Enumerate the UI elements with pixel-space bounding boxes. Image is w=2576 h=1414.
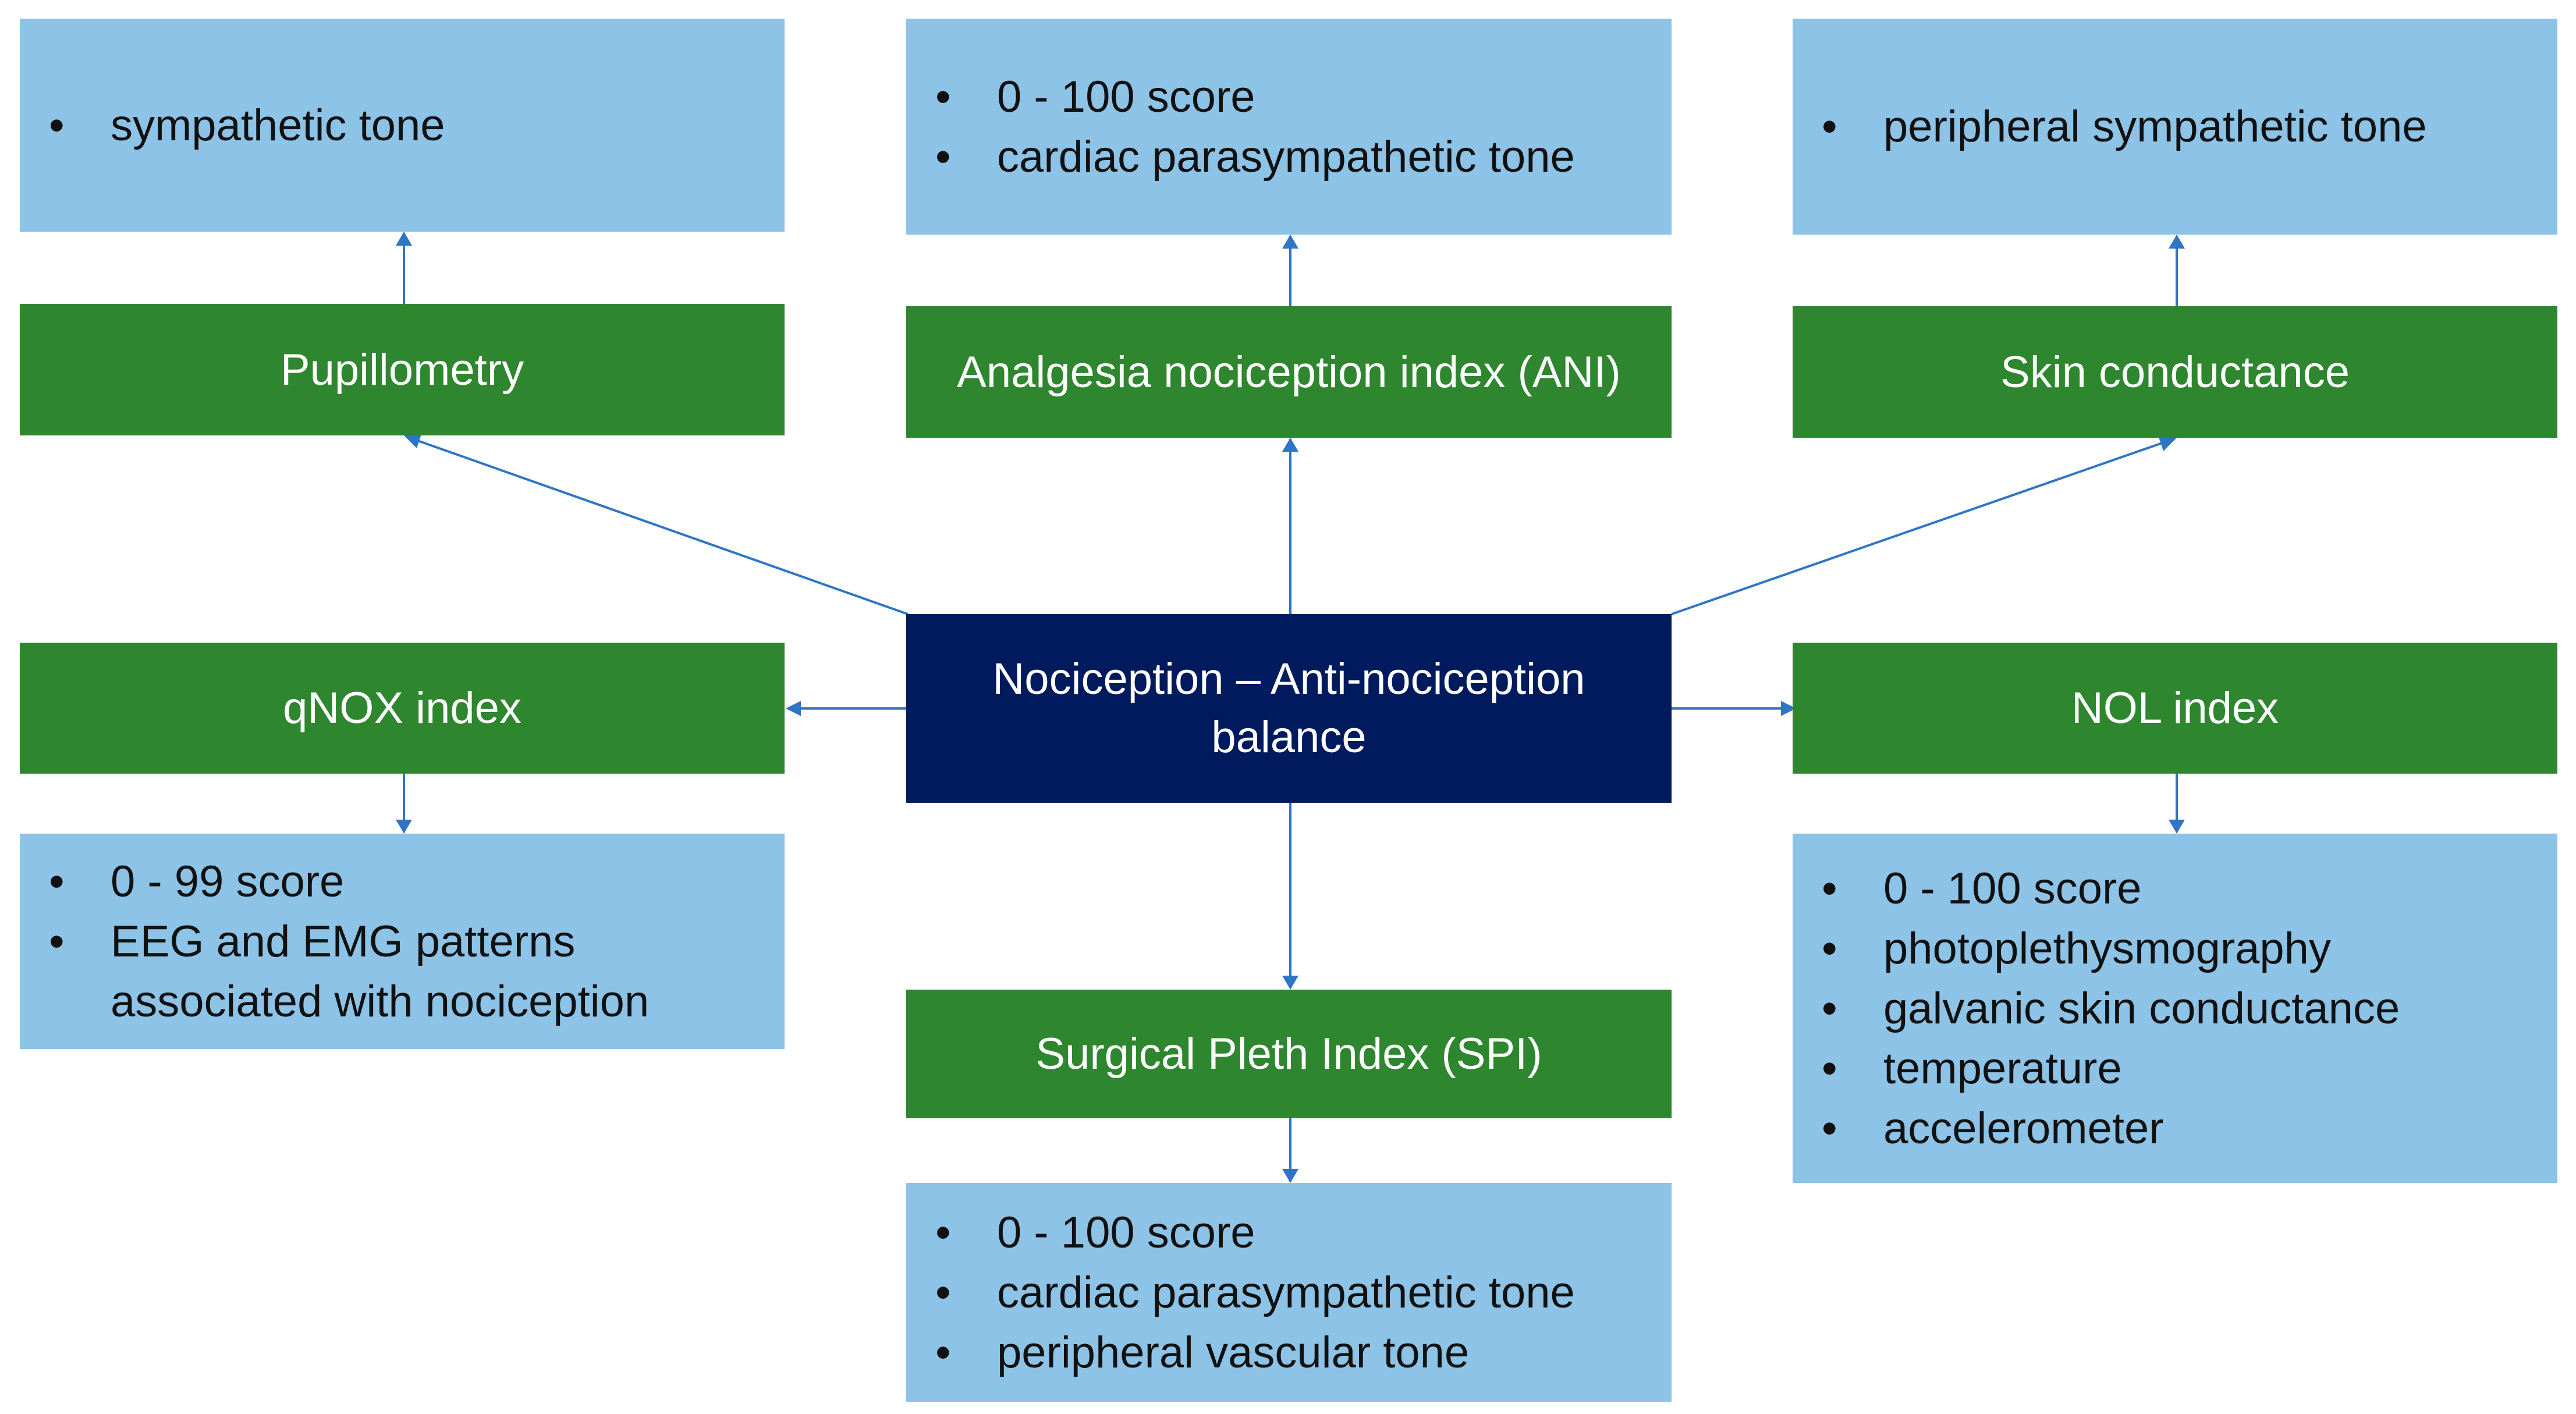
skin-box: Skin conductance — [1793, 306, 2557, 438]
detail-item: cardiac parasympathetic tone — [935, 127, 1654, 187]
pupillometry-label: Pupillometry — [280, 345, 524, 395]
detail-item: temperature — [1822, 1039, 2540, 1098]
detail-item: 0 - 100 score — [935, 67, 1654, 127]
nol-label: NOL index — [2071, 683, 2279, 733]
arrowhead-ani-details — [1282, 235, 1298, 249]
detail-item: galvanic skin conductance — [1822, 979, 2540, 1039]
arrow-center-to-skin — [1671, 438, 2174, 615]
center-label: Nociception – Anti-nociception balance — [992, 654, 1585, 762]
spi-details-box: 0 - 100 scorecardiac parasympathetic ton… — [906, 1183, 1672, 1402]
ani-box: Analgesia nociception index (ANI) — [906, 306, 1672, 438]
qnox-details-list: 0 - 99 scoreEEG and EMG patterns associa… — [49, 852, 767, 1032]
detail-item: accelerometer — [1822, 1098, 2540, 1158]
detail-item: 0 - 100 score — [935, 1203, 1654, 1263]
center-box: Nociception – Anti-nociception balance — [906, 614, 1672, 803]
detail-item: EEG and EMG patterns associated with noc… — [49, 912, 767, 1032]
detail-item: sympathetic tone — [49, 95, 767, 155]
detail-item: 0 - 99 score — [49, 852, 767, 912]
arrowhead-skin-details — [2169, 235, 2185, 249]
ani-label: Analgesia nociception index (ANI) — [957, 347, 1621, 397]
arrowhead-pupillometry-details — [396, 232, 412, 246]
arrowhead-qnox — [786, 701, 801, 716]
pupillometry-box: Pupillometry — [20, 304, 785, 435]
qnox-box: qNOX index — [20, 643, 785, 774]
spi-label: Surgical Pleth Index (SPI) — [1035, 1029, 1542, 1079]
ani-details-list: 0 - 100 scorecardiac parasympathetic ton… — [935, 67, 1654, 187]
pupillometry-details-box: sympathetic tone — [20, 19, 785, 232]
arrowhead-skin — [2159, 437, 2177, 451]
nol-details-box: 0 - 100 scorephotoplethysmographygalvani… — [1793, 834, 2557, 1183]
skin-details-box: peripheral sympathetic tone — [1793, 19, 2557, 235]
nol-details-list: 0 - 100 scorephotoplethysmographygalvani… — [1822, 859, 2540, 1158]
arrowhead-qnox-details — [396, 820, 412, 834]
detail-item: photoplethysmography — [1822, 919, 2540, 979]
nol-box: NOL index — [1793, 643, 2557, 774]
qnox-details-box: 0 - 99 scoreEEG and EMG patterns associa… — [20, 834, 785, 1049]
detail-item: peripheral vascular tone — [935, 1323, 1654, 1383]
arrow-center-to-pupillometry — [406, 435, 909, 615]
ani-details-box: 0 - 100 scorecardiac parasympathetic ton… — [906, 19, 1672, 235]
pupillometry-details-list: sympathetic tone — [49, 95, 767, 155]
qnox-label: qNOX index — [283, 683, 521, 733]
arrowhead-ani — [1282, 438, 1298, 452]
skin-label: Skin conductance — [2000, 347, 2350, 397]
arrowhead-pupillometry — [404, 434, 421, 448]
detail-item: 0 - 100 score — [1822, 859, 2540, 919]
arrowhead-spi-details — [1282, 1169, 1298, 1183]
detail-item: peripheral sympathetic tone — [1822, 97, 2540, 157]
detail-item: cardiac parasympathetic tone — [935, 1263, 1654, 1323]
arrowhead-spi — [1282, 976, 1298, 990]
arrowhead-nol — [1781, 701, 1796, 716]
arrowhead-nol-details — [2169, 820, 2185, 834]
spi-details-list: 0 - 100 scorecardiac parasympathetic ton… — [935, 1203, 1654, 1383]
spi-box: Surgical Pleth Index (SPI) — [906, 990, 1672, 1118]
skin-details-list: peripheral sympathetic tone — [1822, 97, 2540, 157]
